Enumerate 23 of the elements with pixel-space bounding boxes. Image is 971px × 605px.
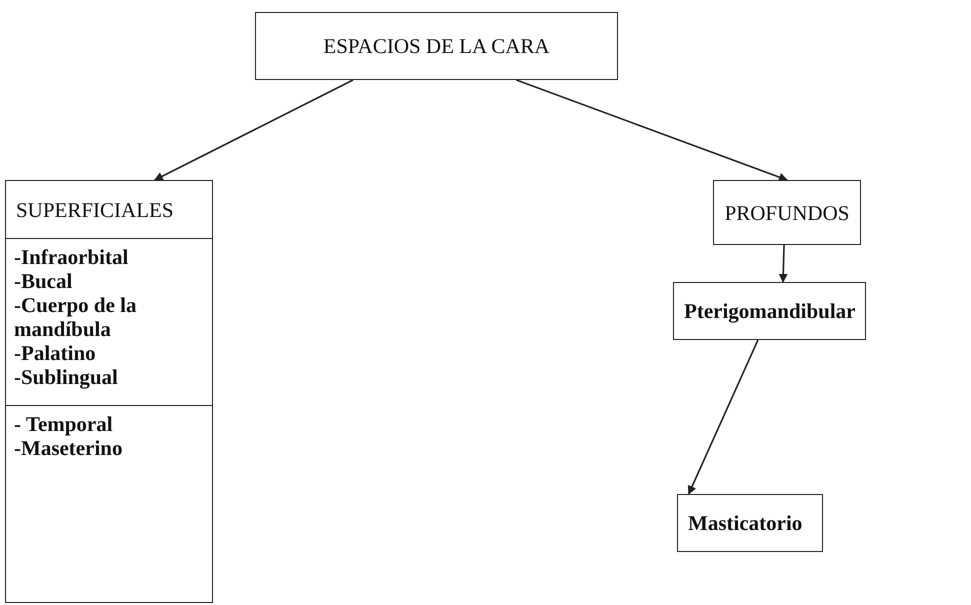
node-label: ESPACIOS DE LA CARA (322, 34, 551, 58)
category-box (713, 180, 861, 245)
node-label: PROFUNDOS (724, 200, 850, 224)
node-label: Masticatorio (688, 511, 804, 535)
node-label: SUPERFICIALES (16, 198, 175, 222)
node-label: -Cuerpo de la mandíbula (14, 293, 138, 341)
node-label: -Bucal (14, 269, 74, 293)
arrow (154, 79, 354, 181)
arrow (516, 79, 788, 182)
process-box (673, 282, 866, 340)
process-box (677, 494, 823, 552)
list-box (5, 238, 213, 406)
node-label: -Maseterino (14, 436, 124, 460)
arrow (778, 244, 788, 283)
title-box (255, 12, 618, 80)
node-label: -Palatino (14, 341, 97, 365)
node-label: -Sublingual (14, 365, 119, 389)
node-label: Pterigomandibular (684, 299, 855, 323)
node-label: -Infraorbital (14, 245, 130, 269)
list-box (5, 405, 213, 603)
arrow (688, 340, 759, 495)
category-box (5, 180, 213, 239)
node-label: - Temporal (14, 412, 114, 436)
